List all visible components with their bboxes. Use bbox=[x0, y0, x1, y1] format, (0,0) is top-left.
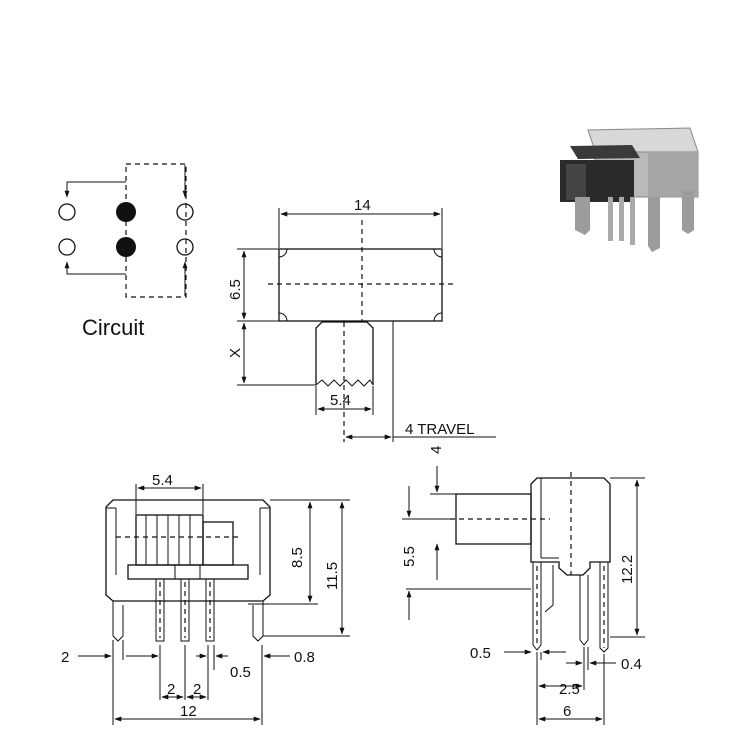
dim-width: 12 bbox=[180, 703, 197, 720]
circuit-diagram: Circuit bbox=[58, 163, 194, 340]
terminal bbox=[176, 238, 194, 256]
dim-total-height: 11.5 bbox=[324, 562, 341, 590]
dim-width: 14 bbox=[354, 197, 371, 214]
terminal-common bbox=[116, 237, 136, 257]
top-view: 14 6.5 X 5.4 4 TRAVEL bbox=[227, 197, 496, 442]
circuit-box bbox=[125, 163, 187, 298]
dim-height: 6.5 bbox=[227, 279, 244, 300]
dim-body-height: 8.5 bbox=[289, 547, 306, 568]
dim-pitch: 2.5 bbox=[559, 681, 580, 698]
dim-travel: 4 TRAVEL bbox=[405, 421, 474, 438]
actuator bbox=[455, 493, 532, 545]
dim-actuator: 5.4 bbox=[330, 392, 351, 409]
front-view: 5.4 8.5 11.5 2 0.5 0.8 2 2 12 bbox=[61, 472, 350, 725]
dim-width: 6 bbox=[563, 703, 571, 720]
terminal-common bbox=[116, 202, 136, 222]
dim-pitch-1: 2 bbox=[167, 681, 175, 698]
dim-pin-right: 0.4 bbox=[621, 656, 642, 673]
circuit-title: Circuit bbox=[82, 315, 144, 340]
terminal bbox=[58, 238, 76, 256]
circuit-terminals bbox=[58, 202, 194, 257]
switch-frame bbox=[105, 499, 271, 602]
circuit-connections bbox=[64, 165, 188, 296]
dim-pin-left: 0.5 bbox=[470, 645, 491, 662]
terminal bbox=[58, 203, 76, 221]
dim-edge: 2 bbox=[61, 649, 69, 666]
switch-body bbox=[278, 248, 443, 322]
switch-frame bbox=[530, 477, 611, 576]
dim-leg: 0.8 bbox=[294, 649, 315, 666]
dim-pin: 0.5 bbox=[230, 664, 251, 681]
dim-pitch-2: 2 bbox=[193, 681, 201, 698]
side-view: 12.2 4 5.5 0.5 0.4 2.5 6 bbox=[401, 446, 645, 725]
product-photo bbox=[560, 127, 699, 252]
dim-actuator: 5.5 bbox=[401, 546, 418, 567]
dim-x: X bbox=[227, 348, 244, 358]
dim-actuator-top: 4 bbox=[428, 446, 445, 454]
dim-height: 12.2 bbox=[619, 555, 636, 584]
terminal bbox=[176, 203, 194, 221]
dim-actuator: 5.4 bbox=[152, 472, 173, 489]
